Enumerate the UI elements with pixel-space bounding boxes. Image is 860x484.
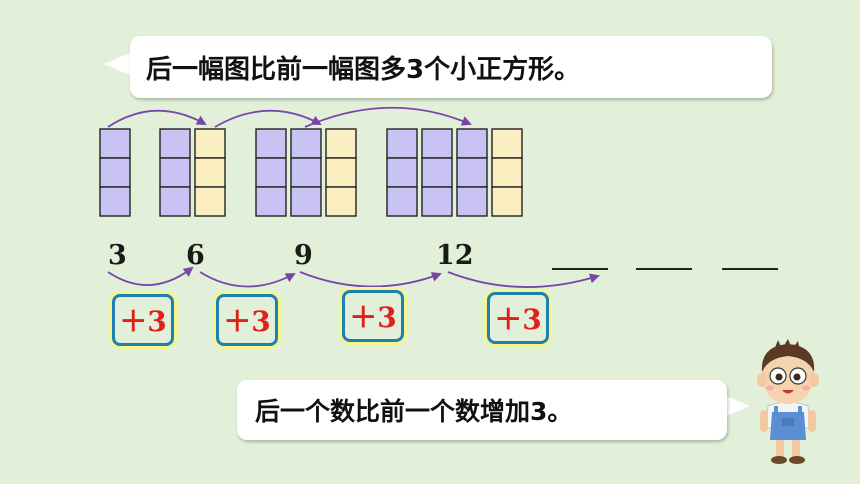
yellow-square [491,157,523,188]
answer-blank-2[interactable] [636,268,692,270]
bottom-bubble-text: 后一个数比前一个数增加3。 [255,397,573,426]
sequence-number-3: 9 [294,240,313,271]
plus-three-label: ＋3 [119,305,167,338]
answer-blank-3[interactable] [722,268,778,270]
sequence-number-4: 12 [436,240,474,271]
purple-square [421,157,453,188]
purple-square [159,186,191,217]
purple-square [290,157,322,188]
yellow-square [325,157,357,188]
square-arrow [304,106,472,128]
purple-square [456,186,488,217]
bottom-speech-bubble: 后一个数比前一个数增加3。 [237,380,727,440]
plus-three-box-4: ＋3 [487,292,549,344]
purple-square [421,186,453,217]
number-arrow [447,271,600,288]
purple-square [99,186,131,217]
purple-square [290,128,322,159]
purple-square [255,128,287,159]
purple-square [290,186,322,217]
purple-square [456,157,488,188]
plus-three-box-1: ＋3 [112,294,174,346]
yellow-square [194,157,226,188]
purple-square [99,157,131,188]
square-arrow [107,109,207,128]
purple-square [159,157,191,188]
bubble-bottom-tail [726,396,750,416]
boy-character-icon [757,339,819,464]
purple-square [99,128,131,159]
yellow-square [194,186,226,217]
number-arrow [299,271,442,288]
bubble-top-tail [104,52,132,76]
yellow-square [491,186,523,217]
plus-three-label: ＋3 [349,301,397,334]
yellow-square [194,128,226,159]
answer-blank-1[interactable] [552,268,608,270]
plus-three-label: ＋3 [223,305,271,338]
plus-three-label: ＋3 [494,303,542,336]
number-arrow [107,266,194,286]
purple-square [386,186,418,217]
number-arrow [199,271,296,288]
top-bubble-text: 后一幅图比前一幅图多3个小正方形。 [146,54,581,85]
square-groups [99,128,523,217]
purple-square [159,128,191,159]
yellow-square [491,128,523,159]
plus-three-box-2: ＋3 [216,294,278,346]
top-speech-bubble: 后一幅图比前一幅图多3个小正方形。 [130,36,772,98]
purple-square [386,157,418,188]
purple-square [386,128,418,159]
sequence-number-1: 3 [108,240,127,271]
purple-square [456,128,488,159]
yellow-square [325,186,357,217]
square-arrow [214,109,322,128]
connection-arrows [107,106,600,288]
purple-square [255,157,287,188]
yellow-square [325,128,357,159]
sequence-number-2: 6 [186,240,205,271]
purple-square [421,128,453,159]
purple-square [255,186,287,217]
plus-three-box-3: ＋3 [342,290,404,342]
